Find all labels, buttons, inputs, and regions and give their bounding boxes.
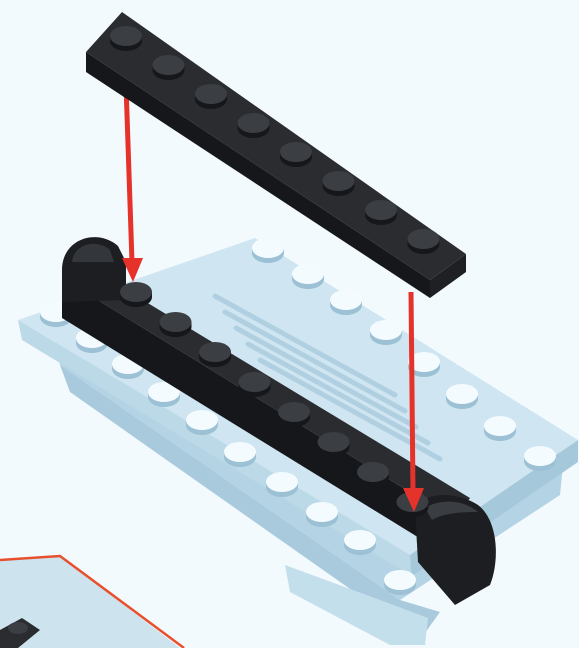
lower-plate-stud (239, 372, 271, 397)
upper-plate-stud (153, 55, 185, 80)
upper-plate-stud (110, 26, 142, 51)
light-base-stud (524, 446, 556, 471)
light-base-stud (384, 570, 416, 595)
light-base-stud (186, 410, 218, 435)
lower-plate-stud (318, 432, 350, 457)
lower-plate-stud (199, 342, 231, 367)
light-base-stud (330, 290, 362, 315)
light-base-stud (306, 502, 338, 527)
inset-dark-part-stud (8, 622, 28, 634)
lower-plate-stud (278, 402, 310, 427)
lower-plate-stud (357, 462, 389, 487)
light-base-stud (446, 384, 478, 409)
light-base-stud (252, 238, 284, 263)
light-base-stud (344, 530, 376, 555)
upper-plate-stud (408, 229, 440, 254)
upper-plate-stud (238, 113, 270, 138)
right-placement-arrow-shaft (411, 292, 413, 492)
light-base-stud (224, 442, 256, 467)
light-base-stud (484, 416, 516, 441)
upper-plate-stud (323, 171, 355, 196)
lower-plate-stud (160, 312, 192, 337)
upper-plate-stud (280, 142, 312, 167)
light-base-stud (266, 472, 298, 497)
light-base-stud (292, 264, 324, 289)
left-placement-arrow-shaft (126, 85, 132, 262)
upper-plate-stud (195, 84, 227, 109)
sub-step-inset-panel (0, 556, 184, 648)
light-base-stud (370, 320, 402, 345)
upper-plate-stud (365, 200, 397, 225)
lower-plate-stud (120, 282, 152, 307)
